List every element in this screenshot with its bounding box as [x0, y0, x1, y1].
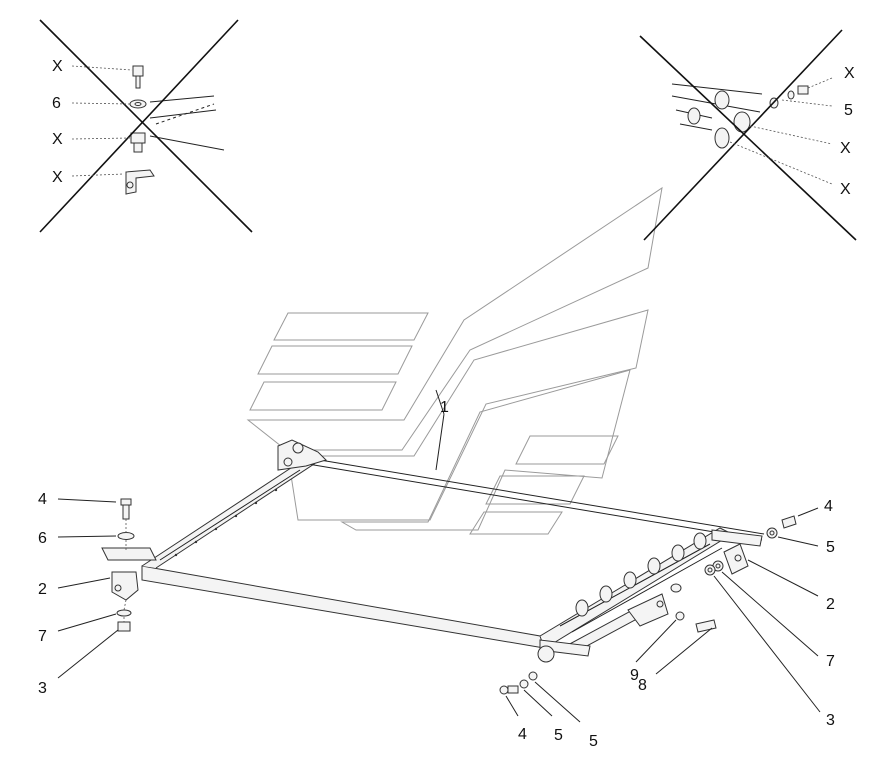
watermark-logo — [246, 186, 663, 535]
callout-main-1: 1 — [440, 399, 449, 416]
callout-labels: X 6 X X X 5 X X 1 4 6 2 7 3 4 5 2 7 3 9 … — [38, 58, 855, 750]
callout-tl-x3: X — [52, 169, 63, 186]
callout-bot-9: 9 — [630, 667, 639, 684]
bottom-hardware — [499, 593, 717, 723]
callout-tr-x3: X — [840, 181, 851, 198]
callout-left-2: 2 — [38, 581, 47, 598]
callout-bot-4: 4 — [518, 726, 527, 743]
callout-tr-5: 5 — [844, 102, 853, 119]
callout-right-7: 7 — [826, 653, 835, 670]
inset-top-left — [39, 19, 253, 233]
left-hardware — [57, 498, 157, 679]
callout-bot-8: 8 — [638, 677, 647, 694]
callout-right-4: 4 — [824, 498, 833, 515]
callout-left-4: 4 — [38, 491, 47, 508]
callout-right-3: 3 — [826, 712, 835, 729]
callout-right-2: 2 — [826, 596, 835, 613]
callout-left-6: 6 — [38, 530, 47, 547]
callout-tl-x1: X — [52, 58, 63, 75]
inset-top-right — [639, 29, 857, 241]
callout-bot-5b: 5 — [589, 733, 598, 750]
right-hardware — [704, 507, 821, 713]
callout-tl-x2: X — [52, 131, 63, 148]
callout-tr-x2: X — [840, 140, 851, 157]
callout-tl-6: 6 — [52, 95, 61, 112]
callout-right-5: 5 — [826, 539, 835, 556]
callout-left-3: 3 — [38, 680, 47, 697]
callout-left-7: 7 — [38, 628, 47, 645]
callout-bot-5a: 5 — [554, 727, 563, 744]
callout-tr-x1: X — [844, 65, 855, 82]
frame-assembly — [141, 389, 765, 663]
